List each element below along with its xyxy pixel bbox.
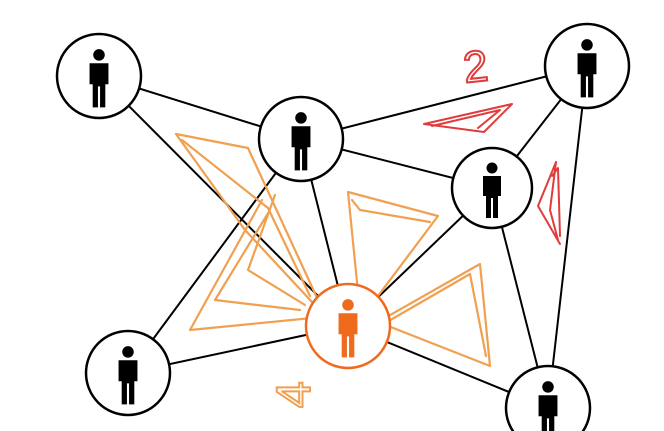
scribble-left-bottom	[188, 193, 314, 332]
node-n2	[257, 95, 345, 183]
edge-n2-n3	[300, 65, 588, 140]
node-n4	[450, 146, 534, 230]
person-icon	[291, 112, 311, 171]
scribble-red-triangle	[423, 103, 513, 133]
person-icon	[483, 162, 501, 218]
person-icon	[89, 49, 109, 108]
scribble-right-triangle	[376, 262, 492, 368]
edge-n3-n7	[547, 65, 588, 409]
nodes	[55, 22, 631, 431]
person-icon	[338, 299, 358, 358]
scribble-red-side	[537, 161, 561, 245]
red-scribbles	[423, 103, 561, 245]
person-icon	[538, 381, 558, 431]
annotation-digit-1	[551, 167, 561, 237]
person-icon	[577, 39, 597, 98]
node-n6	[84, 329, 172, 417]
node-n5-highlighted	[304, 282, 392, 370]
person-icon	[118, 346, 138, 405]
node-n3	[543, 22, 631, 110]
annotation-digit-2: 2	[461, 41, 490, 92]
edge-n2-n6	[127, 138, 302, 374]
node-n1	[55, 32, 143, 120]
orange-scribbles	[174, 132, 492, 368]
annotation-digit-4: 4	[268, 381, 321, 408]
node-n7	[504, 364, 592, 431]
